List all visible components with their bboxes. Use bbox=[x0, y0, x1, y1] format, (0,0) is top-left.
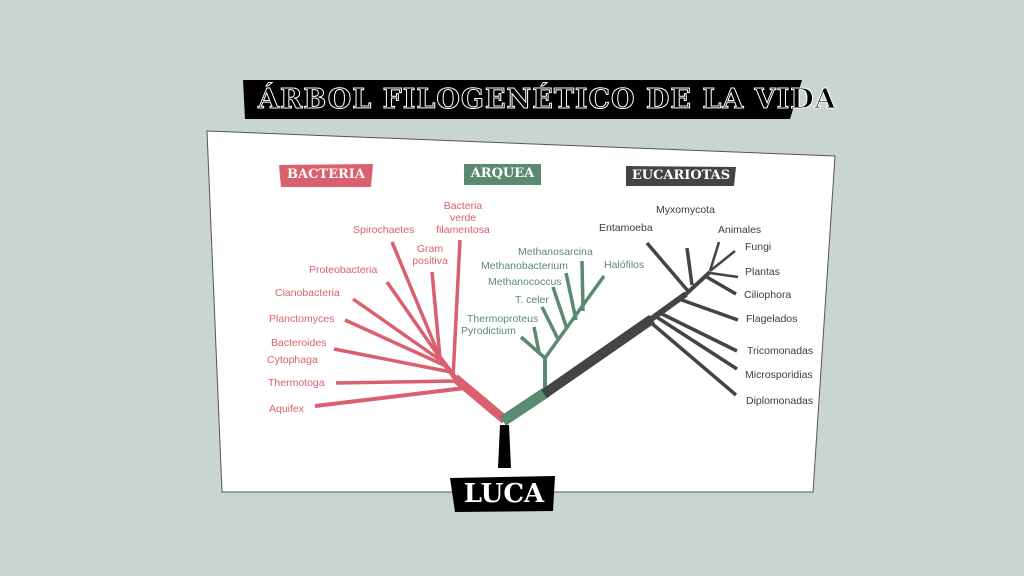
eucariotas-tag: EUCARIOTAS bbox=[631, 168, 731, 183]
label-halofilos: Halófilos bbox=[604, 259, 645, 271]
label-animales: Animales bbox=[718, 224, 762, 236]
label-methanosarcina: Methanosarcina bbox=[518, 246, 593, 258]
arquea-tag: ARQUEA bbox=[470, 166, 535, 181]
bacteria-tag: BACTERIA bbox=[287, 167, 365, 182]
luca-stem bbox=[498, 425, 511, 468]
label-pyrodictium: Pyrodictium bbox=[461, 325, 516, 337]
label-entamoeba: Entamoeba bbox=[599, 222, 653, 234]
title-banner bbox=[243, 80, 802, 119]
label-tricomonadas: Tricomonadas bbox=[747, 345, 814, 357]
label-flagelados: Flagelados bbox=[746, 313, 798, 325]
label-cytophaga: Cytophaga bbox=[267, 354, 318, 366]
label-plantas: Plantas bbox=[745, 266, 781, 278]
eucariotas-branches bbox=[541, 241, 739, 399]
label-thermoproteus: Thermoproteus bbox=[467, 313, 539, 325]
label-methanococcus: Methanococcus bbox=[488, 276, 562, 288]
label-microsporidias: Microsporidias bbox=[745, 369, 813, 381]
page-title: ÁRBOL FILOGENÉTICO DE LA VIDA bbox=[258, 84, 837, 116]
label-ciliophora: Ciliophora bbox=[744, 289, 792, 301]
label-thermotoga: Thermotoga bbox=[268, 377, 325, 389]
bacteria-tag-bg bbox=[279, 164, 373, 187]
label-planctomyces: Planctomyces bbox=[269, 313, 335, 325]
luca-tag-bg bbox=[450, 476, 555, 512]
luca-label: LUCA bbox=[463, 479, 545, 509]
arquea-branches bbox=[499, 260, 606, 426]
label-cianobacteria: Cianobacteria bbox=[275, 287, 340, 299]
bacteria-branches bbox=[314, 239, 508, 424]
label-methanobacterium: Methanobacterium bbox=[481, 260, 568, 272]
label-bacteria-verde: Bacteria verde filamentosa bbox=[436, 200, 490, 236]
label-aquifex: Aquifex bbox=[269, 403, 305, 415]
arquea-tag-bg bbox=[464, 164, 541, 185]
label-proteobacteria: Proteobacteria bbox=[309, 264, 378, 276]
label-fungi: Fungi bbox=[745, 241, 772, 253]
label-myxomycota: Myxomycota bbox=[656, 204, 715, 216]
label-spirochaetes: Spirochaetes bbox=[353, 224, 415, 236]
label-gram-positiva: Gram positiva bbox=[412, 243, 448, 267]
eucariotas-tag-bg bbox=[626, 166, 736, 186]
label-t-celer: T. celer bbox=[515, 294, 549, 306]
label-bacteroides: Bacteroides bbox=[271, 337, 327, 349]
label-diplomonadas: Diplomonadas bbox=[746, 395, 814, 407]
